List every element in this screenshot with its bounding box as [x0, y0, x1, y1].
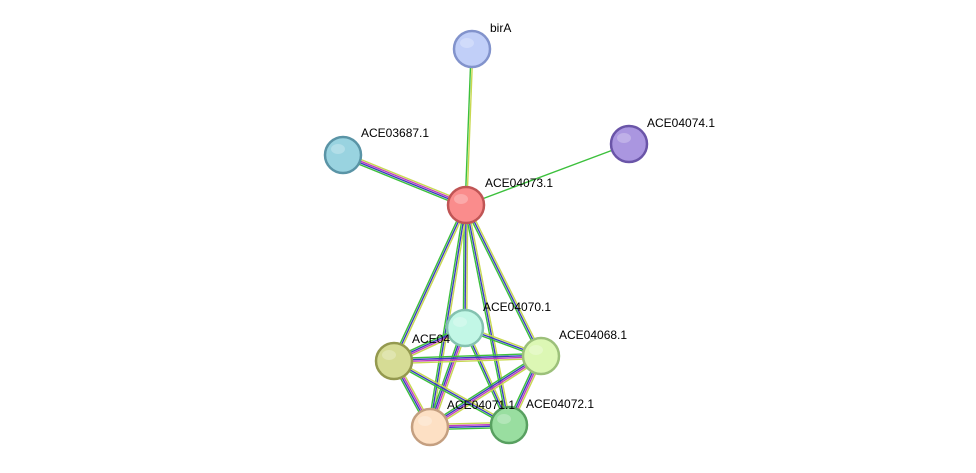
edge-line	[465, 204, 542, 357]
node-highlight	[418, 416, 432, 426]
edge-line	[342, 155, 466, 207]
edge-line	[430, 356, 542, 429]
node-highlight	[617, 133, 631, 143]
node-ace04069-1[interactable]	[374, 341, 414, 381]
edge-ace04073-1-ace04072-1	[463, 204, 512, 426]
edge-line	[341, 156, 466, 209]
node-ace04074-1[interactable]	[609, 124, 649, 164]
edge-line	[466, 203, 544, 356]
node-highlight	[382, 350, 396, 360]
node-label-ace04071-1: ACE04071.1	[447, 398, 515, 412]
edge-line	[394, 358, 511, 425]
edge-ace03687-1-ace04073-1	[341, 151, 468, 209]
node-ace04073-1[interactable]	[446, 185, 486, 225]
edge-line	[392, 361, 509, 428]
edge-line	[391, 203, 466, 361]
edge-line	[465, 204, 510, 426]
node-label-ace04069-1: ACE04	[412, 332, 450, 346]
edge-line	[430, 205, 469, 428]
edge-line	[429, 354, 541, 427]
edge-line	[463, 205, 509, 426]
edge-bira-ace04073-1	[464, 48, 474, 206]
edge-line	[463, 205, 541, 358]
node-label-ace04073-1: ACE04073.1	[485, 176, 553, 190]
edge-ace04069-1-ace04072-1	[392, 358, 511, 428]
node-label-ace04072-1: ACE04072.1	[526, 397, 594, 411]
edge-line	[466, 49, 474, 206]
node-ace04071-1[interactable]	[410, 407, 450, 447]
edge-line	[430, 357, 543, 430]
edge-line	[343, 153, 467, 205]
edge-line	[466, 204, 512, 425]
edge-ace04074-1-ace04073-1	[465, 143, 630, 206]
edge-line	[429, 204, 467, 428]
node-highlight	[529, 345, 543, 355]
edge-line	[393, 354, 541, 361]
node-ace04070-1[interactable]	[445, 308, 485, 348]
edge-line	[393, 352, 541, 360]
node-bira[interactable]	[452, 29, 492, 69]
node-ace04068-1[interactable]	[521, 336, 561, 376]
edge-ace04073-1-ace04068-1	[463, 203, 544, 358]
edge-line	[464, 48, 472, 205]
edge-line	[343, 151, 468, 204]
node-ace04072-1[interactable]	[489, 405, 529, 445]
node-highlight	[331, 144, 345, 154]
edge-ace04068-1-ace04069-1	[393, 352, 542, 365]
edge-line	[394, 357, 542, 365]
node-label-ace03687-1: ACE03687.1	[361, 126, 429, 140]
node-highlight	[453, 317, 467, 327]
edge-line	[464, 204, 467, 329]
node-label-bira: birA	[490, 21, 511, 35]
node-label-ace04074-1: ACE04074.1	[647, 116, 715, 130]
edge-line	[465, 205, 469, 329]
edge-line	[394, 205, 469, 363]
edge-line	[393, 204, 467, 362]
node-label-ace04070-1: ACE04070.1	[483, 300, 551, 314]
edge-line	[427, 204, 466, 427]
node-highlight	[497, 414, 511, 424]
edge-ace04073-1-ace04071-1	[427, 204, 469, 428]
node-label-ace04068-1: ACE04068.1	[559, 328, 627, 342]
node-highlight	[460, 38, 474, 48]
edge-ace04068-1-ace04071-1	[428, 353, 543, 430]
edge-line	[428, 353, 541, 426]
network-nodes	[323, 29, 649, 447]
network-labels: birA ACE03687.1 ACE04074.1ACE04073.1ACE040…	[361, 21, 715, 412]
edge-line	[393, 360, 510, 426]
edge-line	[465, 143, 630, 206]
edge-line	[394, 356, 542, 363]
edge-ace04073-1-ace04069-1	[391, 203, 469, 363]
node-ace03687-1[interactable]	[323, 135, 363, 175]
node-highlight	[454, 194, 468, 204]
